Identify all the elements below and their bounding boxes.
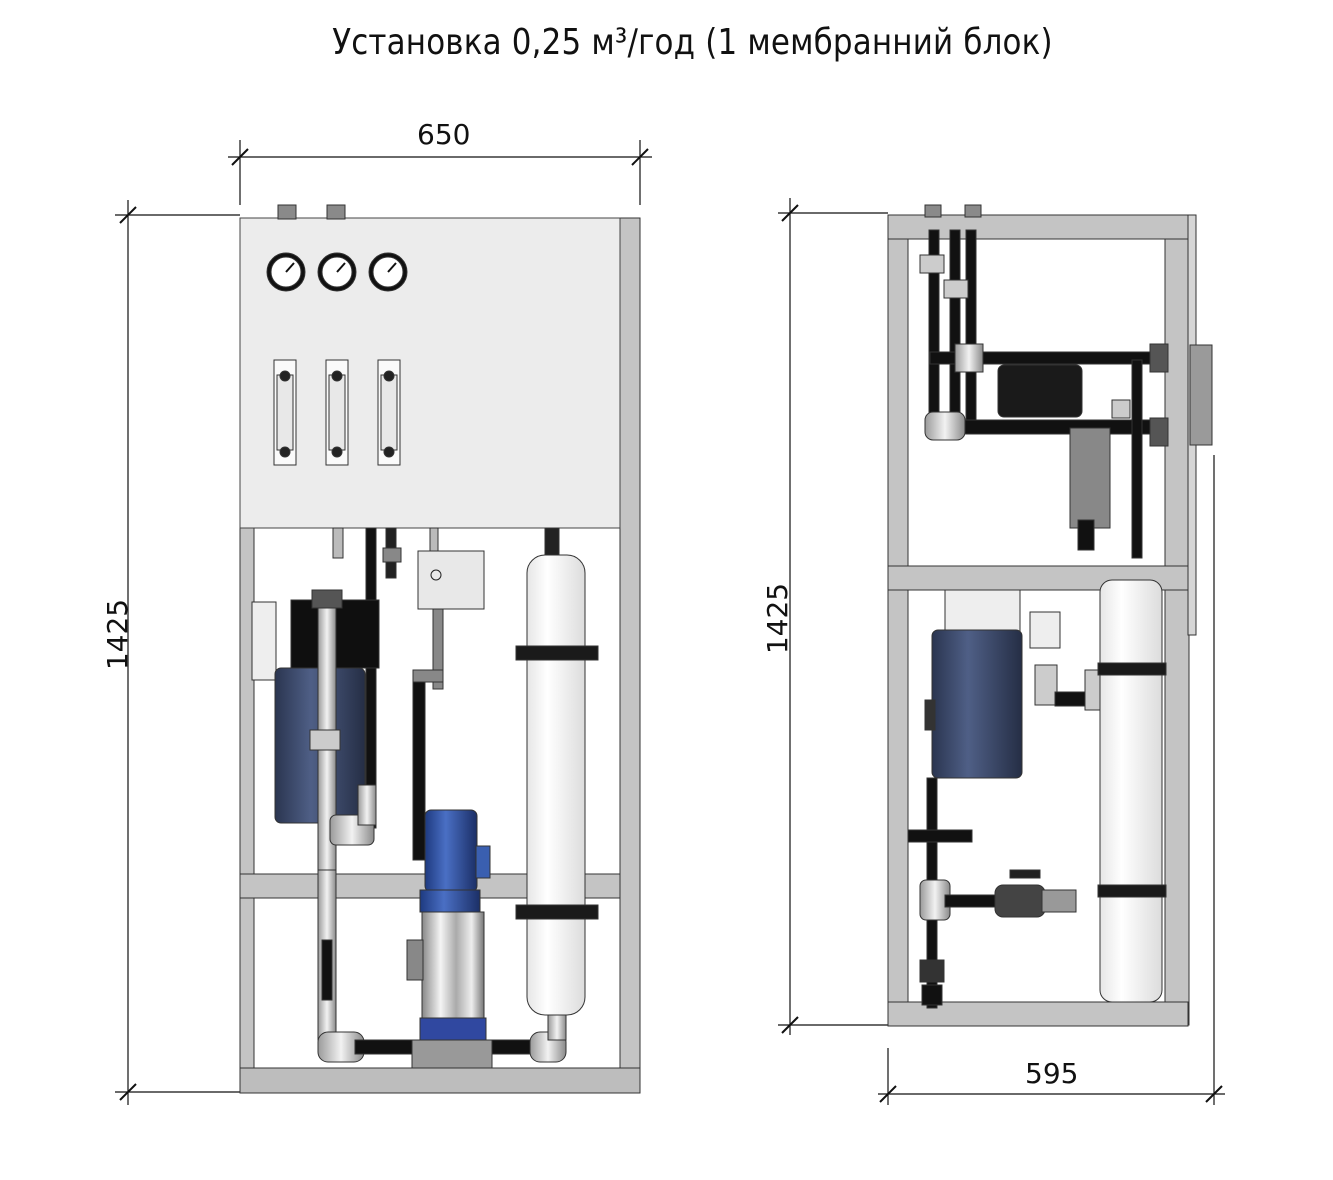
high-pressure-pump	[406, 809, 493, 1069]
dimension-lines	[115, 140, 1225, 1105]
front-view	[239, 204, 641, 1094]
diagram-title: Установка 0,25 м³/год (1 мембранний блок…	[332, 22, 1053, 63]
front-width-dimension: 650	[417, 118, 471, 151]
ro-membrane-side	[1097, 579, 1167, 1003]
pressure-gauges	[266, 252, 408, 292]
flowmeters	[273, 359, 401, 466]
side-depth-dimension: 595	[1025, 1057, 1079, 1090]
ro-membrane-front	[515, 527, 599, 1016]
cartridge-filter-side	[924, 589, 1023, 779]
side-view	[887, 204, 1213, 1027]
